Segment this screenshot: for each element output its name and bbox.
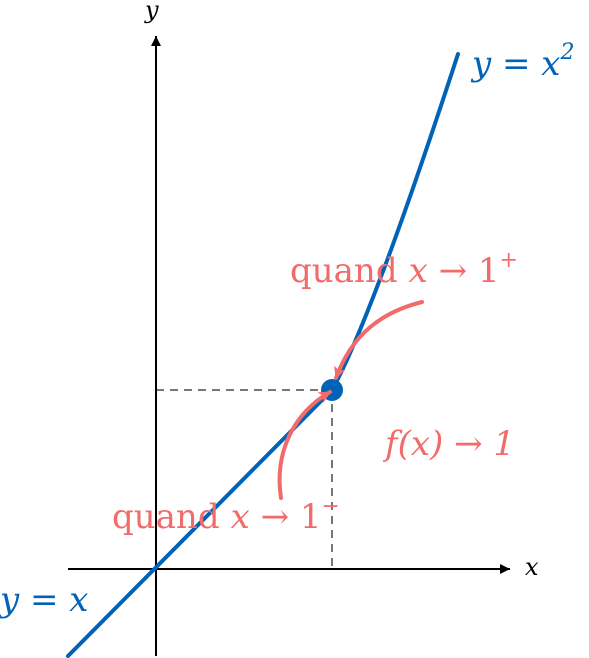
parabola-label: y = x2 [470, 40, 575, 84]
y-axis-label: y [144, 0, 159, 24]
right-limit-arrow-text: → 1 [428, 251, 500, 291]
function-limit-annotation: f(x) → 1 [382, 424, 515, 464]
left-limit-arrow [277, 390, 332, 500]
right-limit-variable: x [409, 251, 428, 291]
left-limit-variable: x [231, 497, 250, 537]
left-limit-prefix: quand [112, 497, 220, 537]
line-label: y = x [0, 580, 89, 620]
right-limit-sign: + [500, 248, 518, 273]
parabola-curve [330, 52, 460, 392]
parabola-label-exponent: 2 [560, 40, 575, 65]
right-limit-prefix: quand [290, 251, 398, 291]
left-limit-arrow-text: → 1 [250, 497, 322, 537]
left-limit-sign: − [322, 494, 340, 519]
parabola-label-text: y = x [470, 44, 561, 84]
right-limit-arrow [334, 300, 424, 380]
x-axis-label: x [525, 553, 539, 581]
